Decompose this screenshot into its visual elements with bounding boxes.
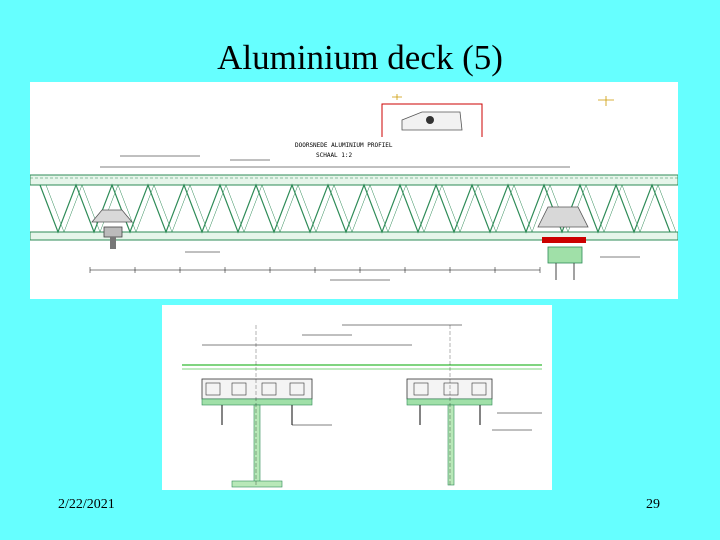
right-connection	[406, 378, 493, 486]
right-support	[537, 206, 589, 280]
left-connection	[201, 378, 313, 488]
connection-detail-drawing	[162, 305, 552, 490]
slide-date: 2/22/2021	[58, 497, 115, 512]
slide-title: Aluminium deck (5)	[217, 38, 503, 77]
callout-text-line1: DOORSNEDE ALUMINIUM PROFIEL	[295, 142, 393, 149]
deck-section-drawing: DOORSNEDE ALUMINIUM PROFIEL SCHAAL 1:2	[30, 82, 678, 299]
callout-text-line2: SCHAAL 1:2	[316, 152, 353, 159]
profile-detail-callout	[381, 103, 483, 137]
deck-section-svg: DOORSNEDE ALUMINIUM PROFIEL SCHAAL 1:2	[30, 94, 678, 281]
left-support	[91, 209, 133, 249]
slide-page-number: 29	[646, 497, 660, 512]
connection-detail-svg	[182, 324, 542, 488]
